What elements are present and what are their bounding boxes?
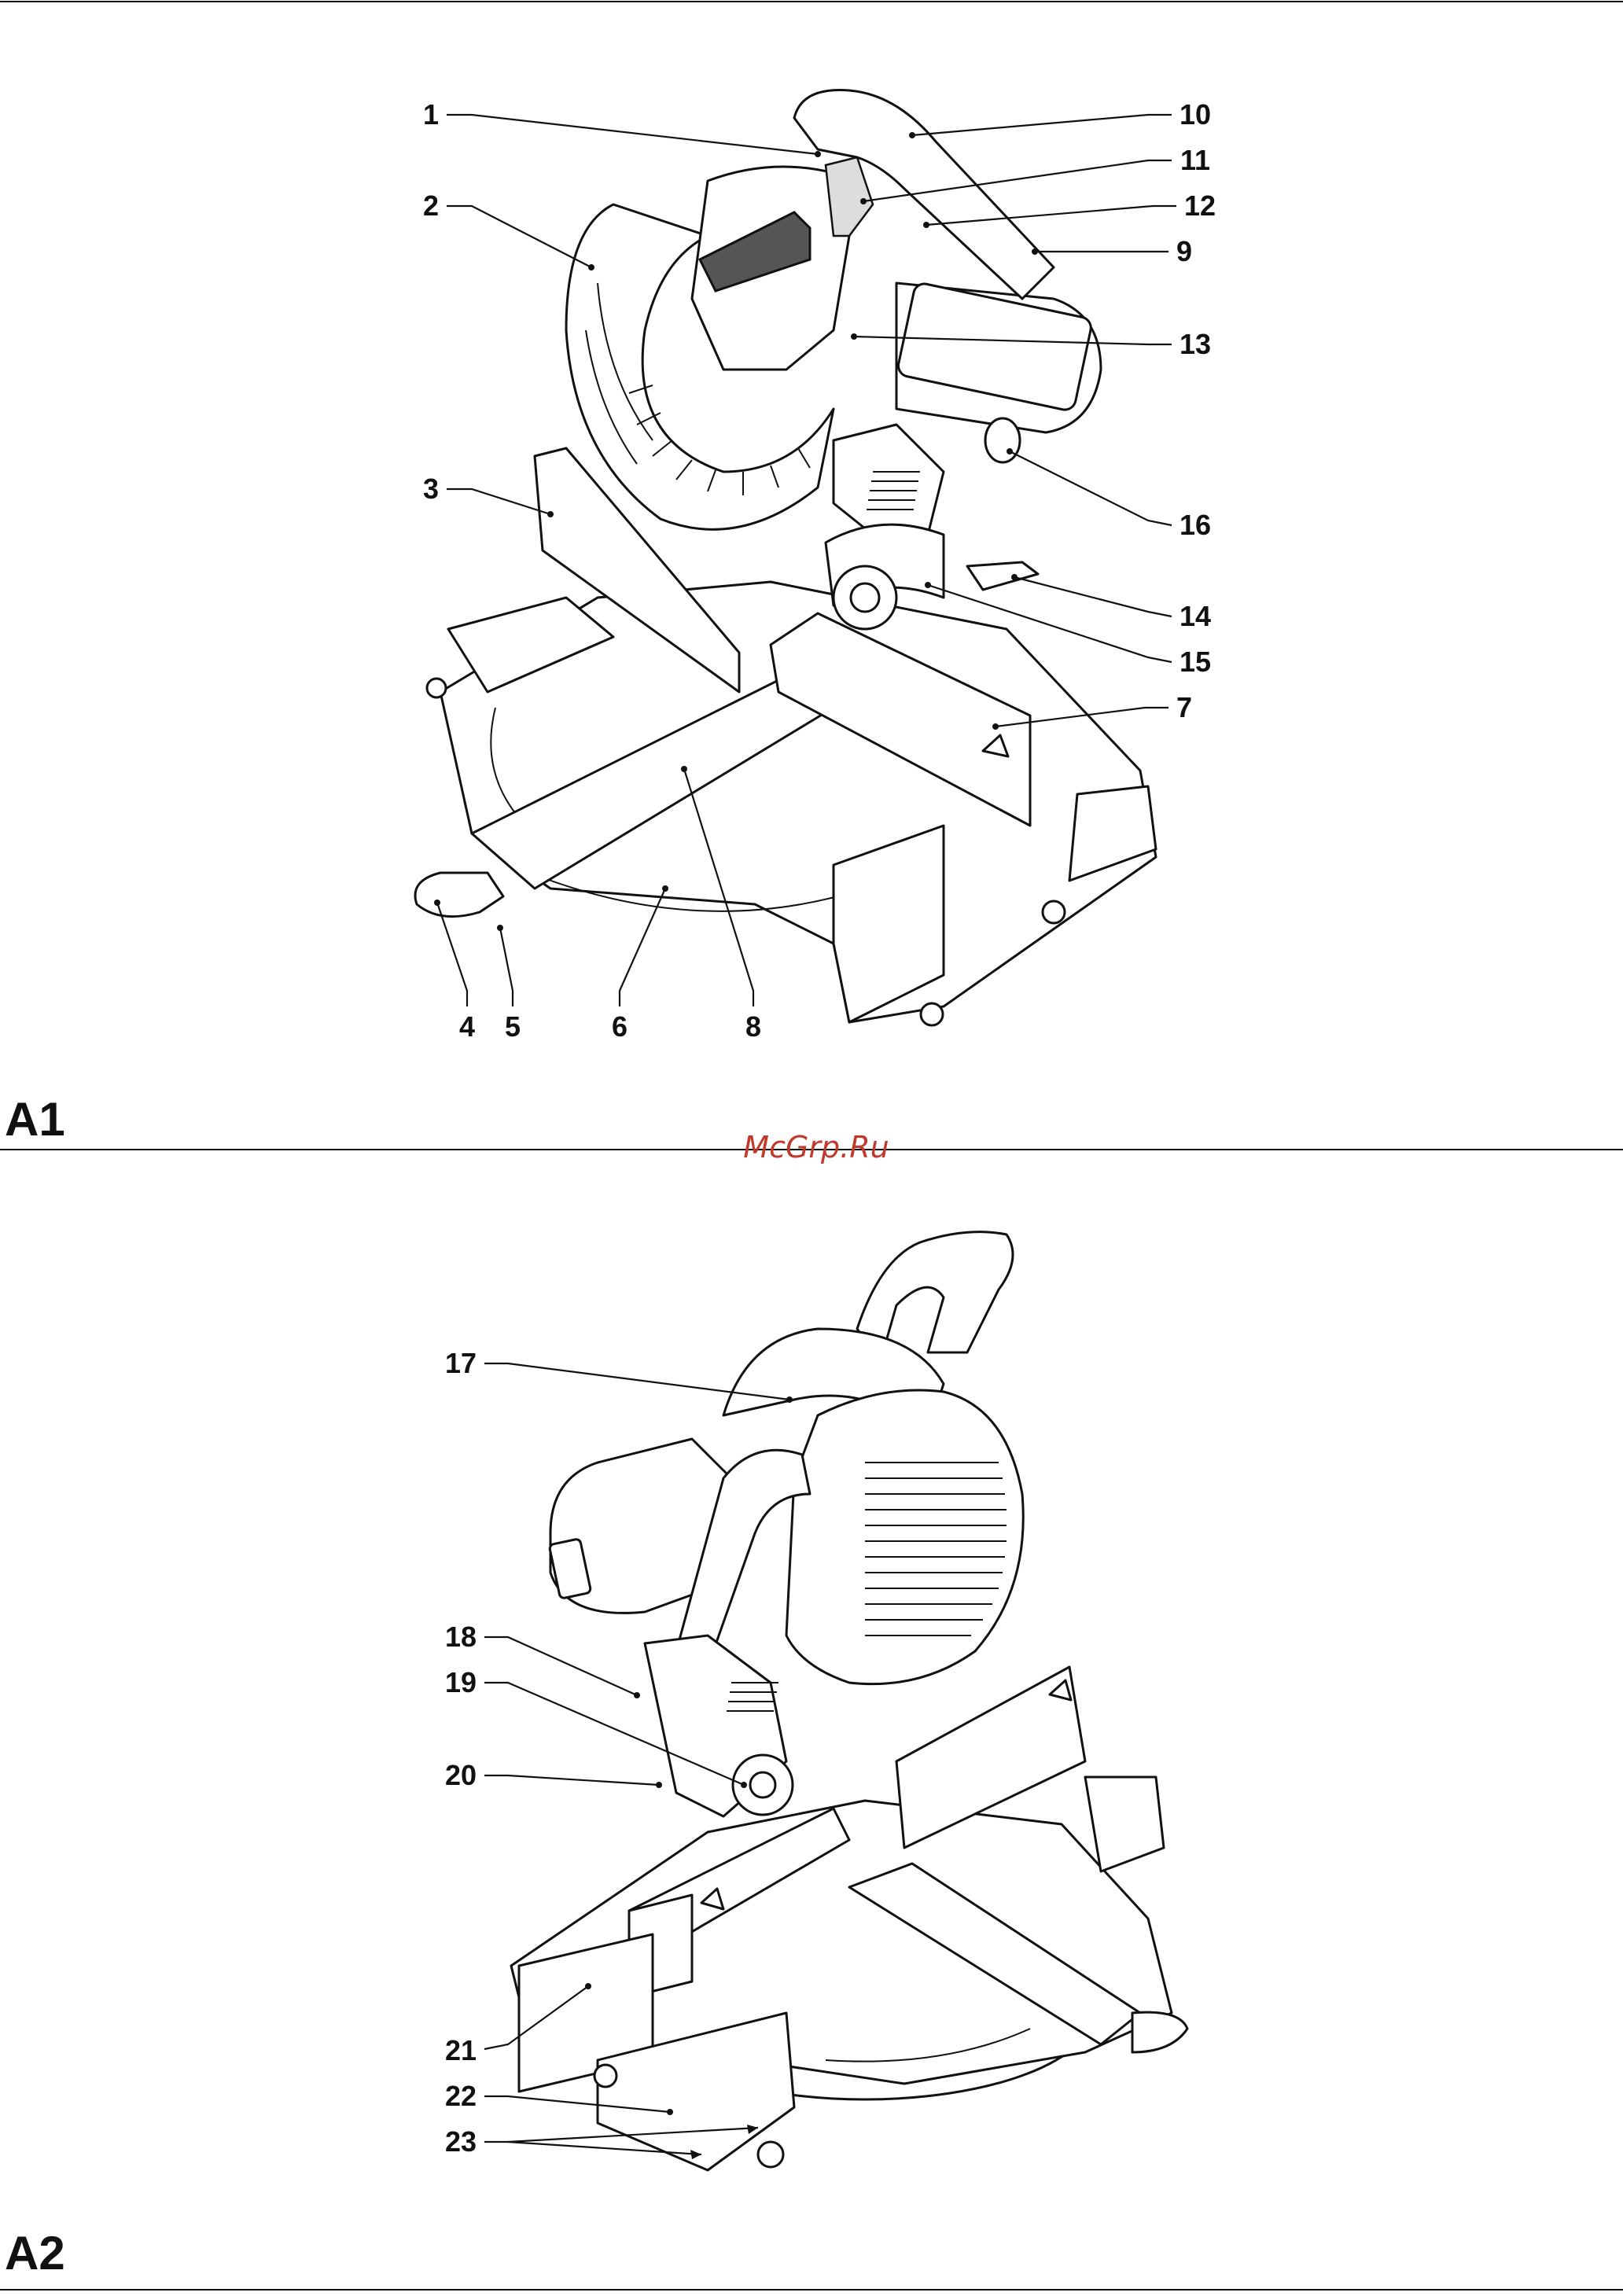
figure-label-a1: A1	[5, 1093, 65, 1146]
callout-label-9: 9	[1176, 235, 1192, 267]
callout-1: 1	[423, 98, 821, 157]
callout-3: 3	[423, 473, 554, 517]
callout-label-14: 14	[1180, 600, 1211, 632]
callout-10: 10	[909, 98, 1211, 138]
callout-20: 20	[445, 1759, 662, 1791]
callout-label-3: 3	[423, 473, 439, 505]
callout-9: 9	[1032, 235, 1192, 267]
callout-label-23: 23	[445, 2125, 477, 2158]
callout-label-16: 16	[1180, 509, 1211, 541]
figure-label-a2: A2	[5, 2227, 65, 2279]
callout-label-6: 6	[612, 1010, 627, 1043]
callout-label-8: 8	[745, 1010, 761, 1043]
callout-label-13: 13	[1180, 328, 1211, 360]
callout-label-1: 1	[423, 98, 439, 131]
callout-label-21: 21	[445, 2034, 477, 2066]
callout-label-19: 19	[445, 1666, 477, 1698]
callout-label-22: 22	[445, 2080, 477, 2112]
callout-label-15: 15	[1180, 646, 1211, 678]
callout-14: 14	[1011, 574, 1211, 632]
callout-16: 16	[1007, 448, 1211, 541]
callout-label-7: 7	[1176, 691, 1192, 723]
callout-label-4: 4	[459, 1010, 475, 1043]
figure-a2-illustration	[511, 1232, 1187, 2170]
callout-label-5: 5	[505, 1010, 521, 1043]
callout-label-20: 20	[445, 1759, 477, 1791]
callout-label-17: 17	[445, 1347, 477, 1379]
callout-label-18: 18	[445, 1621, 477, 1653]
figure-a1-illustration	[415, 90, 1156, 1025]
callout-5: 5	[497, 925, 521, 1043]
callout-label-2: 2	[423, 189, 439, 222]
callout-label-12: 12	[1184, 189, 1216, 222]
callout-6: 6	[612, 885, 668, 1043]
watermark-text: McGrp.Ru	[743, 1130, 889, 1165]
callout-label-10: 10	[1180, 98, 1211, 131]
callout-4: 4	[434, 900, 475, 1043]
callout-2: 2	[423, 189, 594, 270]
callout-label-11: 11	[1180, 144, 1210, 176]
